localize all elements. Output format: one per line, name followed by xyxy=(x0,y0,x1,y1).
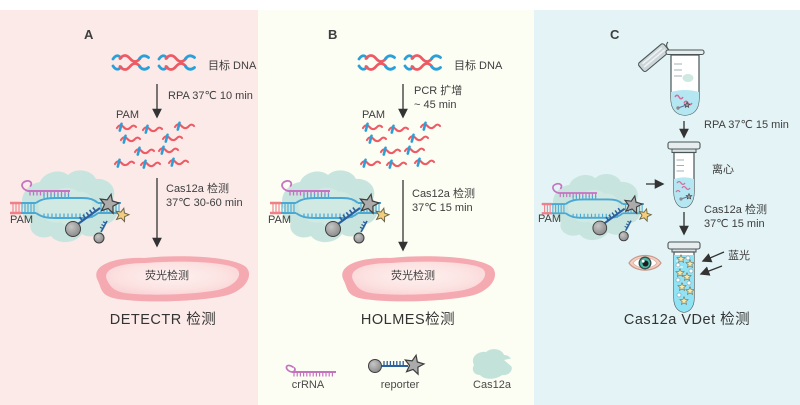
panel-b-target-dna-label: 目标 DNA xyxy=(454,60,503,72)
panel-b-letter: B xyxy=(328,27,339,42)
panel-c-title: Cas12a VDet 检测 xyxy=(623,312,751,328)
panel-c-detect-step-line2: 37℃ 15 min xyxy=(704,218,765,230)
panel-b-detect-step-line2: 37℃ 15 min xyxy=(412,202,473,214)
panel-b-target-dna-icon xyxy=(357,54,442,71)
legend-crrna-label: crRNA xyxy=(291,379,325,391)
panel-b-amplicons-icon xyxy=(359,121,442,169)
legend-cas12a-label: Cas12a xyxy=(473,379,511,391)
panel-b-complex-pam-label: PAM xyxy=(268,214,292,226)
panel-c-complex-pam-label: PAM xyxy=(538,213,562,225)
panel-c-tube-centrifuge-icon xyxy=(667,141,701,209)
panel-a-detect-step-line1: Cas12a 检测 xyxy=(166,183,229,195)
legend-reporter-label: reporter xyxy=(380,379,420,391)
panel-b-readout-label: 荧光检测 xyxy=(391,270,435,282)
panel-a-complex-pam-label: PAM xyxy=(10,214,34,226)
panel-a-cas12a-complex-icon xyxy=(10,170,130,243)
panel-a-pam-label: PAM xyxy=(116,109,140,121)
panel-a-target-dna-icon xyxy=(111,54,196,71)
panel-a-target-dna-label: 目标 DNA xyxy=(208,60,257,72)
panel-c-amplify-step-label: RPA 37℃ 15 min xyxy=(704,119,789,131)
panel-a-detect-step-line2: 37℃ 30-60 min xyxy=(166,197,243,209)
legend-reporter-icon xyxy=(368,352,426,376)
panel-b-pam-label: PAM xyxy=(362,109,386,121)
panel-a-title: DETECTR 检测 xyxy=(109,312,217,328)
panel-a-letter: A xyxy=(84,27,95,42)
legend-cas12a-icon xyxy=(472,349,515,379)
panel-b-amplify-step-line1: PCR 扩增 xyxy=(414,85,463,97)
panel-b-cas12a-complex-icon xyxy=(270,170,390,243)
panel-b-detect-step-line1: Cas12a 检测 xyxy=(412,188,475,200)
legend-crrna-icon xyxy=(285,364,336,377)
panel-c-letter: C xyxy=(610,27,621,42)
panel-c-centrifuge-label: 离心 xyxy=(712,164,734,176)
panel-a-amplicons-icon xyxy=(113,121,196,169)
panel-b-amplify-step-line2: ~ 45 min xyxy=(414,99,457,111)
panel-b-title: HOLMES检测 xyxy=(360,312,456,328)
panel-a-amplify-step-label: RPA 37℃ 10 min xyxy=(168,90,253,102)
blue-light-arrows-icon xyxy=(699,251,725,276)
panel-a-readout-label: 荧光检测 xyxy=(145,270,189,282)
panel-c-detect-step-line1: Cas12a 检测 xyxy=(704,204,767,216)
panel-c-tube-open-icon xyxy=(638,41,705,116)
panel-c-blue-light-label: 蓝光 xyxy=(728,250,750,262)
panel-c-cas12a-complex-icon xyxy=(542,174,653,241)
panel-c-tube-result-icon xyxy=(667,241,701,313)
eye-icon xyxy=(628,254,662,271)
